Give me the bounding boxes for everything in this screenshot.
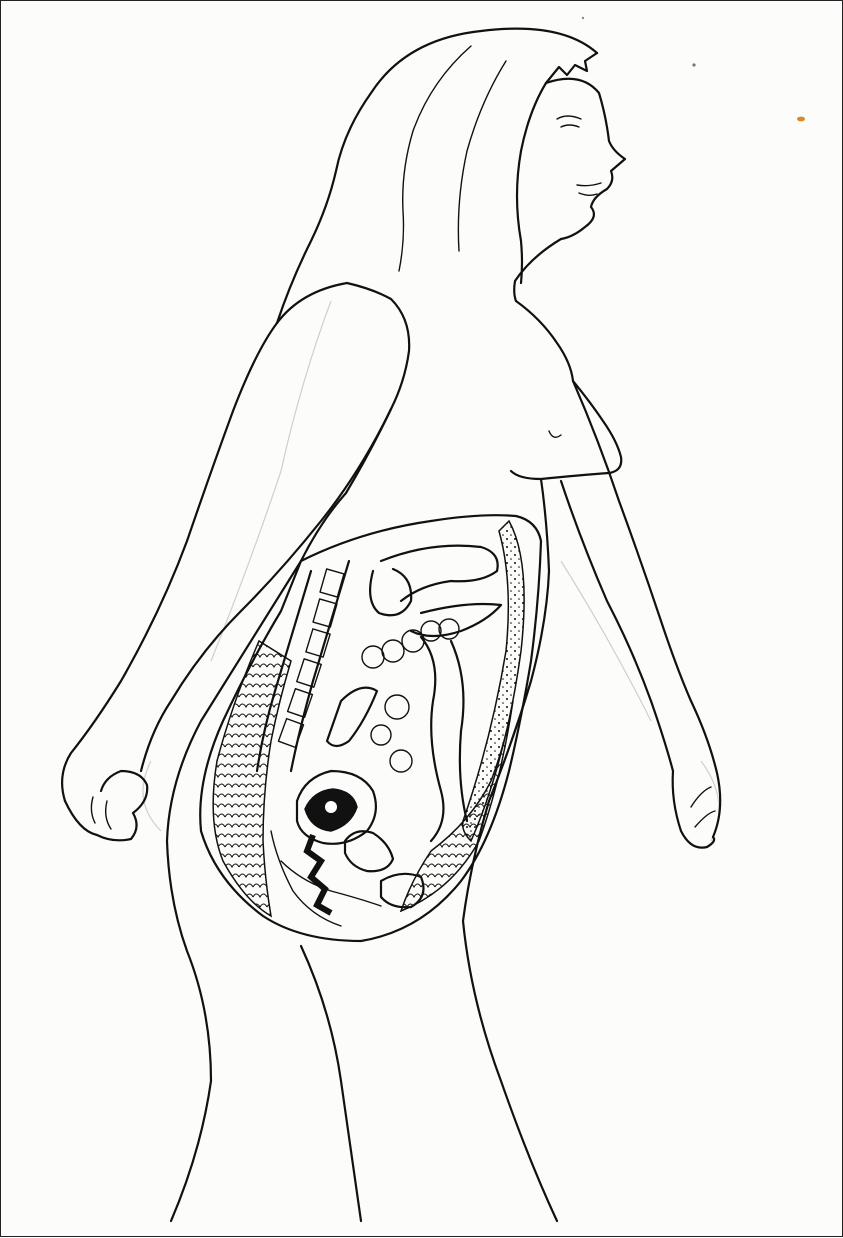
pelvic-organs: [271, 771, 423, 926]
paper-specks: [582, 17, 805, 122]
abdominal-cutaway: [200, 515, 541, 941]
hair: [277, 29, 597, 323]
body-outline: [62, 283, 720, 1221]
